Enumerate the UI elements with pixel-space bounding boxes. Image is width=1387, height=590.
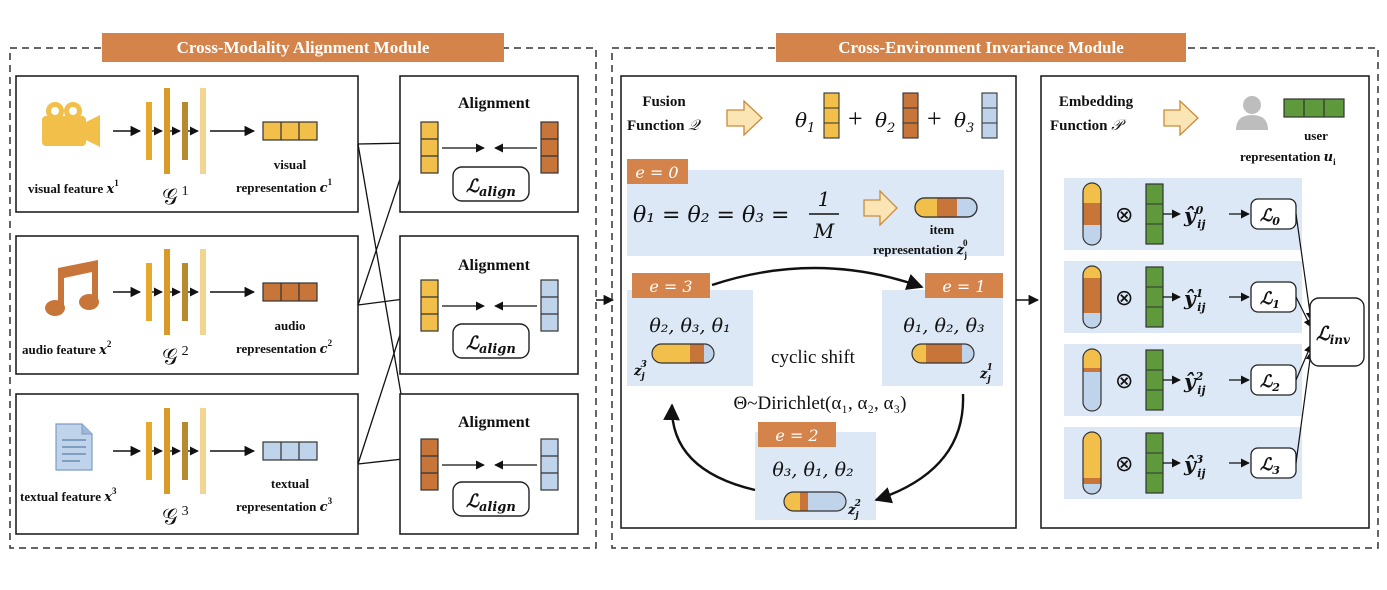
cyclic-shift-arrows bbox=[663, 266, 965, 504]
rep-line1: audio bbox=[274, 318, 305, 333]
svg-text:ℒ1: ℒ1 bbox=[1260, 289, 1280, 311]
music-note-icon bbox=[45, 260, 99, 316]
align-loss: ℒalign bbox=[466, 176, 516, 200]
invariance-loss: ℒinv bbox=[1295, 213, 1365, 464]
embedding-label-line1: Embedding bbox=[1059, 94, 1134, 110]
svg-text:audio feature x2: audio feature x2 bbox=[22, 339, 112, 358]
svg-text:⊗: ⊗ bbox=[1115, 202, 1133, 227]
item-representation-capsule bbox=[914, 197, 978, 218]
svg-text:⊗: ⊗ bbox=[1115, 368, 1133, 393]
svg-text:item: item bbox=[930, 222, 955, 237]
feature-label: visual feature bbox=[28, 181, 103, 196]
environment-1-panel: e = 1 θ₁, θ₂, θ₃ zj1 bbox=[882, 273, 1003, 386]
cyclic-shift-label: cyclic shift bbox=[771, 347, 856, 368]
environment-0-panel: e = 0 θ₁ = θ₂ = θ₃ = 1 M item representa… bbox=[627, 159, 1004, 260]
svg-text:representation ui: representation ui bbox=[1240, 149, 1336, 167]
embedding-label-line2: Function 𝒫 bbox=[1050, 116, 1126, 134]
alignment-box-1: Alignment ℒalign bbox=[399, 75, 579, 213]
video-camera-icon bbox=[42, 102, 100, 147]
svg-text:⊗: ⊗ bbox=[1115, 451, 1133, 476]
env-tag: e = 0 bbox=[635, 163, 678, 182]
svg-text:ℒinv: ℒinv bbox=[1316, 323, 1351, 347]
svg-text:ℒ2: ℒ2 bbox=[1260, 372, 1280, 394]
fusion-theta2: θ2 bbox=[875, 108, 895, 136]
svg-text:+: + bbox=[927, 104, 942, 133]
env-thetas: θ₂, θ₃, θ₁ bbox=[649, 315, 730, 337]
svg-text:1: 1 bbox=[818, 187, 831, 211]
cross-modality-alignment-module: Cross-Modality Alignment Module bbox=[9, 33, 597, 549]
svg-text:visual feature x1: visual feature x1 bbox=[28, 178, 119, 197]
rep-line1: visual bbox=[274, 157, 307, 172]
environment-3-panel: e = 3 θ₂, θ₃, θ₁ zj3 bbox=[627, 273, 753, 386]
arrow-icon bbox=[726, 99, 763, 137]
alignment-box-3: Alignment ℒalign bbox=[399, 393, 579, 535]
alignment-title: Alignment bbox=[458, 95, 531, 112]
encoder-network bbox=[146, 408, 206, 494]
textual-representation-vector bbox=[262, 441, 318, 461]
cross-environment-invariance-module: Cross-Environment Invariance Module bbox=[611, 33, 1379, 549]
rep-line2: representation c1 bbox=[236, 177, 333, 196]
fusion-theta3: θ3 bbox=[954, 108, 974, 136]
z-label: zj2 bbox=[847, 499, 861, 521]
rep-line2: representation c3 bbox=[236, 496, 333, 515]
feature-label: textual feature bbox=[20, 489, 101, 504]
alignment-box-2: Alignment ℒalign bbox=[399, 235, 579, 375]
env-tag: e = 1 bbox=[942, 277, 985, 296]
feature-label: audio feature bbox=[22, 342, 96, 357]
alignment-title: Alignment bbox=[458, 257, 531, 274]
equal-weights-equation: θ₁ = θ₂ = θ₃ = bbox=[633, 203, 789, 228]
env-thetas: θ₁, θ₂, θ₃ bbox=[903, 315, 984, 337]
text-document-icon bbox=[55, 423, 93, 471]
visual-representation-vector bbox=[262, 121, 318, 141]
encoder-network bbox=[146, 88, 206, 174]
svg-text:representation zj0: representation zj0 bbox=[873, 238, 968, 260]
alignment-title: Alignment bbox=[458, 414, 531, 431]
z-label: zj3 bbox=[633, 360, 647, 382]
right-module-title: Cross-Environment Invariance Module bbox=[838, 38, 1124, 57]
rep-line1: textual bbox=[271, 476, 310, 491]
align-loss: ℒalign bbox=[466, 491, 516, 515]
audio-representation-vector bbox=[262, 282, 318, 302]
user-icon bbox=[1236, 96, 1268, 130]
svg-text:+: + bbox=[848, 104, 863, 133]
arrow-icon bbox=[863, 189, 898, 227]
fusion-label-line2: Function 𝒬 bbox=[627, 116, 701, 134]
svg-text:ℒ3: ℒ3 bbox=[1260, 455, 1280, 477]
left-module-title: Cross-Modality Alignment Module bbox=[177, 38, 430, 57]
svg-text:user: user bbox=[1304, 128, 1328, 143]
dirichlet-label: Θ~Dirichlet(α₁, α₂, α₃) bbox=[734, 393, 907, 414]
arrow-icon bbox=[1163, 99, 1199, 137]
align-loss: ℒalign bbox=[466, 333, 516, 357]
svg-text:textual feature x3: textual feature x3 bbox=[20, 486, 117, 505]
svg-text:M: M bbox=[813, 219, 835, 243]
svg-text:ℒ0: ℒ0 bbox=[1260, 206, 1280, 228]
rep-line2: representation c2 bbox=[236, 338, 333, 357]
z-label: zj1 bbox=[979, 363, 993, 385]
encoder-network bbox=[146, 249, 206, 335]
environment-2-panel: e = 2 θ₃, θ₁, θ₂ zj2 bbox=[755, 422, 876, 521]
env-thetas: θ₃, θ₁, θ₂ bbox=[772, 459, 853, 481]
svg-text:⊗: ⊗ bbox=[1115, 285, 1133, 310]
env-tag: e = 2 bbox=[775, 426, 818, 445]
env-tag: e = 3 bbox=[649, 277, 692, 296]
fusion-label-line1: Fusion bbox=[642, 94, 686, 110]
user-representation-vector bbox=[1283, 98, 1345, 118]
fusion-theta1: θ1 bbox=[795, 108, 815, 136]
